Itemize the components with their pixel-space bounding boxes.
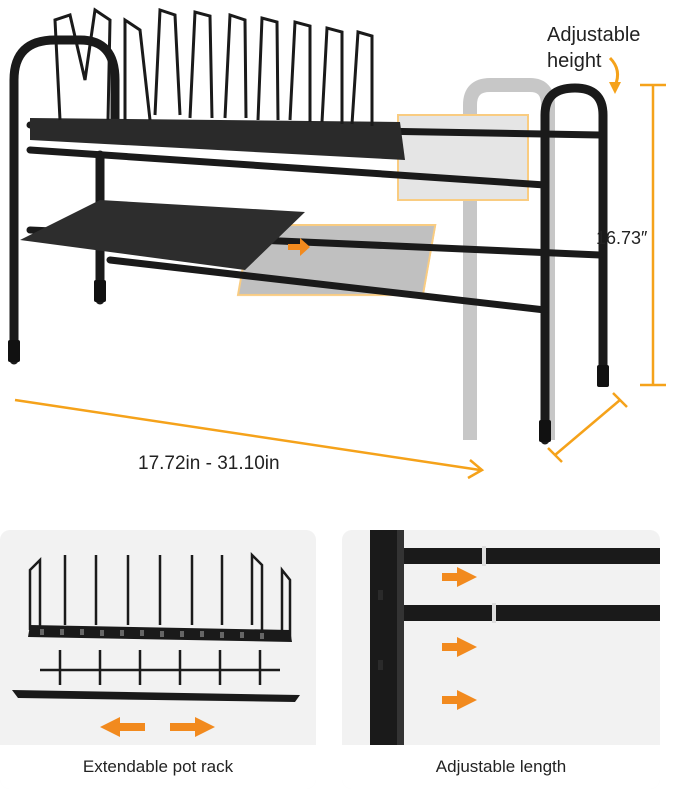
adjustable-length-illustration [370,530,660,745]
adjust-arrowhead-icon [609,82,621,94]
width-dimension-label: 17.72in - 31.10in [138,453,280,474]
dish-rack-illustration [8,7,666,480]
rack-feet [8,280,609,442]
adjustable-height-label: Adjustable height [547,24,641,72]
adjustable-length-caption: Adjustable length [435,757,567,776]
lower-shelf-mat [20,200,305,270]
pot-rack-caption-bar [0,745,316,789]
pot-rack-caption: Extendable pot rack [82,757,234,776]
arrow-right-icon [170,717,215,737]
pot-rack-panel: Extendable pot rack [0,530,316,789]
arrow-right-icon [442,690,477,710]
adjustable-length-caption-bar [342,745,660,789]
arrow-right-icon [442,567,477,587]
arrow-left-icon [100,717,145,737]
pot-rack-illustration [12,551,300,737]
dimension-lines [14,83,666,480]
upper-basket [30,7,405,160]
mat-arrow [288,238,310,256]
arrow-right-icon [442,637,477,657]
height-dimension-label: 16.73″ [596,228,648,248]
adjustable-length-panel: Adjustable length [342,530,660,789]
